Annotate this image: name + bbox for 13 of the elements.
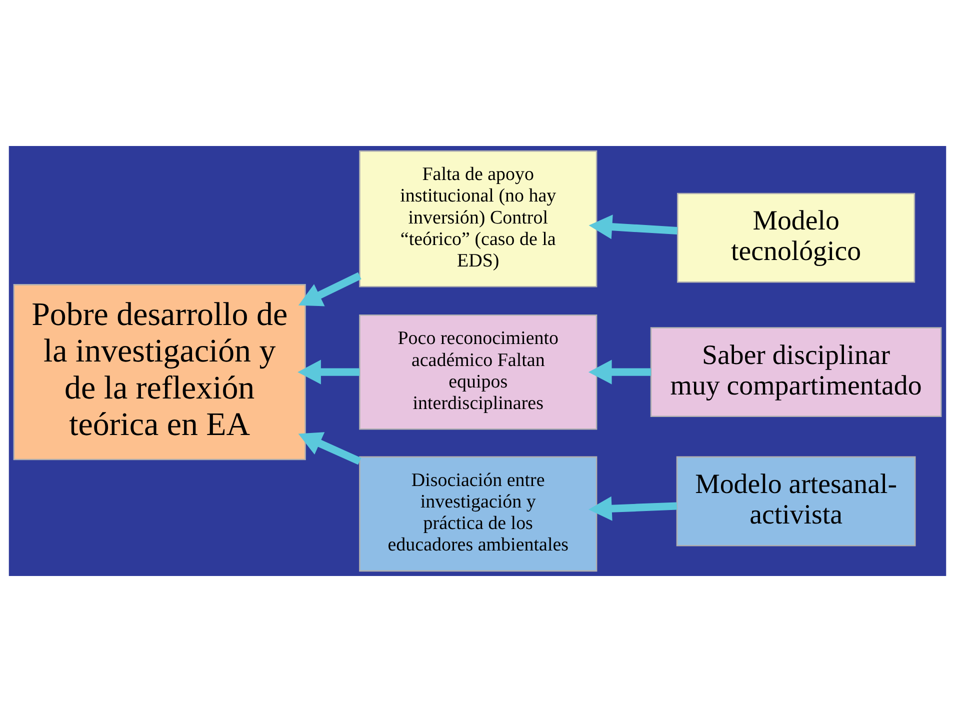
arrow <box>588 496 678 521</box>
arrow <box>298 432 362 465</box>
arrow <box>298 360 360 384</box>
node-box: Falta de apoyo institucional (no hay inversión) Control “teórico” (caso de la EDS) <box>359 150 598 288</box>
arrow <box>588 360 651 384</box>
node-box: Poco reconocimiento académico Faltan equipos interdisciplinares <box>359 314 598 430</box>
node-box: Disociación entre investigación y práctica de los educadores ambientales <box>359 456 598 572</box>
arrow <box>588 214 678 240</box>
arrow <box>298 272 362 306</box>
node-box: Modelo artesanal-activista <box>676 456 916 546</box>
node-box: Modelo tecnológico <box>676 192 916 283</box>
node-box: Pobre desarrollo de la investigación y de la reflexión teórica en EA <box>13 284 306 460</box>
node-box: Saber disciplinar muy compartimentado <box>650 327 942 418</box>
